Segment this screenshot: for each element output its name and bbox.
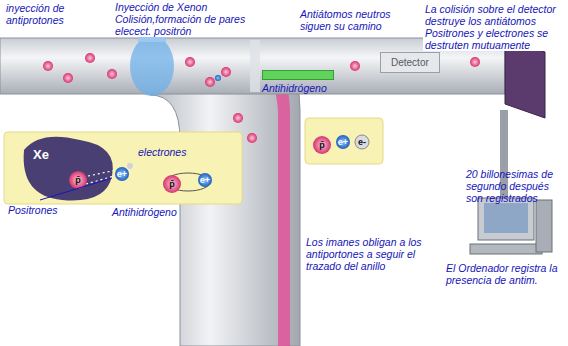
particle-symbol: e+ — [200, 175, 210, 185]
pipe-joint — [250, 40, 260, 92]
inset-panel — [305, 118, 383, 164]
positron-ball — [198, 173, 212, 187]
annotation-text: electrones — [138, 146, 186, 158]
annotation-text: Inyección de Xenon Colisión,formación de… — [113, 1, 257, 37]
electron-ball — [127, 163, 133, 169]
antiproton-ball — [163, 175, 181, 193]
node-text: Detector — [391, 57, 429, 68]
xenon-atom — [24, 137, 113, 201]
end-screen — [505, 40, 545, 118]
magnet-band — [256, 52, 290, 346]
xenon-jet — [130, 36, 174, 96]
particle-symbol: p̄ — [319, 140, 325, 150]
computer-tower — [536, 200, 552, 252]
flight-antihydrogen — [205, 75, 221, 87]
positron-ball — [115, 167, 129, 181]
detector-box: Detector — [380, 52, 440, 73]
annotation-text: Antihidrógeno — [112, 206, 177, 218]
keyboard — [470, 244, 542, 254]
inset-panel — [4, 132, 242, 204]
particle-symbol: p̄ — [169, 179, 175, 189]
electron-tracks — [86, 166, 136, 184]
screen — [484, 203, 528, 233]
node-text: Xe — [33, 147, 49, 162]
annotation-text: Antiátomos neutros siguen su camino — [300, 8, 412, 32]
particle-symbol: p̄ — [75, 175, 81, 185]
antiproton-ball — [313, 136, 331, 154]
particle-symbol: e+ — [117, 169, 127, 179]
node-text: Antihidrógeno — [262, 82, 334, 94]
annotation-text: 20 billonesimas de segundo después son r… — [466, 168, 562, 204]
annotation-text: El Ordenador registra la presencia de an… — [446, 262, 564, 286]
particle-symbol: e+ — [338, 137, 348, 147]
annotation-text: inyección de antiprotones — [4, 2, 100, 26]
annotation-text: La colisión sobre el detector destruye l… — [423, 3, 567, 51]
computer-monitor — [478, 198, 534, 240]
xenon-atom-label: Xe — [30, 144, 52, 165]
antihydrogen-bar — [262, 70, 334, 80]
electron-ball — [355, 135, 369, 149]
annotation-text: Positrones — [8, 204, 58, 216]
positron-ball — [336, 135, 350, 149]
antihydrogen-beam: Antihidrógeno — [262, 70, 334, 94]
particle-symbol: e- — [358, 137, 366, 147]
annotation-text: Los imanes obligan a los antiportones a … — [306, 236, 446, 272]
